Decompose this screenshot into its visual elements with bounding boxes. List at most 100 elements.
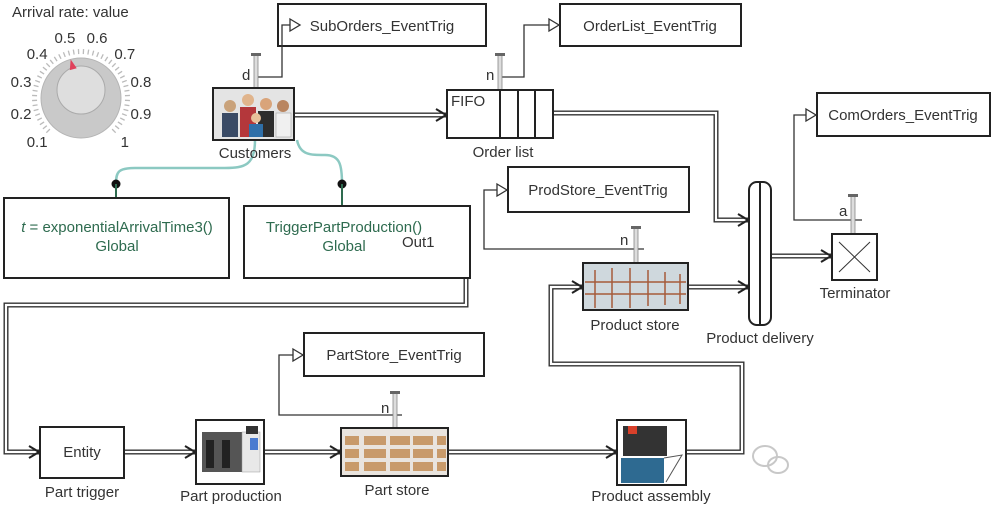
knob-tick <box>119 117 125 121</box>
partstore-port: n <box>381 400 389 417</box>
knob-tick <box>117 70 123 75</box>
comorders-eventtrig[interactable]: ComOrders_EventTrig <box>816 92 991 137</box>
knob-tick <box>123 84 129 88</box>
event-links <box>256 17 862 416</box>
trigger-port: Out1 <box>402 234 435 251</box>
partstore-eventtrig[interactable]: PartStore_EventTrig <box>303 332 485 377</box>
x-icon <box>838 241 871 273</box>
part-production-block[interactable]: Part production <box>180 419 282 505</box>
shelves-boxes-icon <box>345 436 446 471</box>
knob-tick <box>104 56 109 62</box>
order-list-label: Order list <box>473 144 535 161</box>
suborders-eventtrig[interactable]: SubOrders_EventTrig <box>277 3 487 47</box>
trigger-expr: TriggerPartProduction() <box>266 219 422 236</box>
knob-tick-label: 0.4 <box>27 46 48 63</box>
ports: d n a n n <box>242 53 858 429</box>
knob-tick <box>100 54 104 60</box>
knob-tick <box>53 56 58 62</box>
terminator-label: Terminator <box>820 285 891 302</box>
knob-tick <box>39 70 45 75</box>
part-production-label: Part production <box>180 488 282 505</box>
knob-tick-label: 0.7 <box>114 46 135 63</box>
product-delivery-block[interactable]: Product delivery <box>706 181 814 347</box>
arrow-icon <box>292 347 305 363</box>
customers-block[interactable]: Customers <box>212 87 295 162</box>
order-list-queue[interactable]: FIFO Order list <box>446 89 554 161</box>
knob-tick <box>39 121 45 126</box>
knob-tick <box>42 125 48 130</box>
trigger-part-production-function[interactable]: TriggerPartProduction() Global Out1 <box>243 205 471 279</box>
knob-tick <box>58 54 62 60</box>
product-store-label: Product store <box>590 317 679 334</box>
customers-trigger-link <box>295 139 344 185</box>
knob-tick <box>121 113 127 117</box>
part-store-label: Part store <box>364 482 429 499</box>
knob-tick <box>114 125 120 130</box>
knob-tick-label: 0.1 <box>27 134 48 151</box>
product-assembly-block[interactable]: Product assembly <box>591 419 711 505</box>
function-expr: = exponentialArrivalTime3() <box>25 219 212 236</box>
knob-tick <box>35 79 41 83</box>
orderlist-port: n <box>486 67 494 84</box>
terminator-port: a <box>839 203 848 220</box>
arrival-time-function[interactable]: t = exponentialArrivalTime3() Global <box>3 197 230 279</box>
knob-tick <box>42 66 48 71</box>
function-scope: Global <box>95 238 138 255</box>
knob-tick <box>114 66 120 71</box>
part-trigger-label: Part trigger <box>45 484 119 501</box>
knob-pointer-icon <box>69 59 77 71</box>
arrow-icon <box>805 107 818 123</box>
arrow-icon <box>289 17 302 33</box>
knob-tick <box>33 108 39 112</box>
prodstore-eventtrig[interactable]: ProdStore_EventTrig <box>507 166 690 213</box>
knob-tick <box>67 50 71 56</box>
customers-port: d <box>242 67 250 84</box>
knob-tick <box>45 62 51 68</box>
knob-tick <box>96 52 100 58</box>
product-delivery-label: Product delivery <box>706 330 814 347</box>
knob-tick <box>45 128 51 134</box>
knob-tick <box>108 59 113 65</box>
terminator-block[interactable]: Terminator <box>820 233 891 302</box>
knob-tick <box>33 84 39 88</box>
knob-tick <box>62 52 66 58</box>
arrow-icon <box>548 17 561 33</box>
knob-tick <box>117 121 123 126</box>
knob-tick <box>37 117 43 121</box>
svg-text:t = exponentialArrivalTime3(): t = exponentialArrivalTime3() <box>21 219 213 236</box>
entity-label: Entity <box>63 444 101 461</box>
assembly-machine-icon <box>621 426 683 483</box>
product-store-block[interactable]: Product store <box>582 262 689 334</box>
knob-tick <box>124 104 130 107</box>
customers-people-icon <box>222 94 292 138</box>
part-store-block[interactable]: Part store <box>340 427 449 499</box>
smt-machine-icon <box>202 426 261 473</box>
knob-tick <box>91 50 95 56</box>
comorders-eventtrig-label: ComOrders_EventTrig <box>828 107 978 124</box>
customers-arrival-link <box>114 139 257 185</box>
knob-tick <box>121 79 127 83</box>
knob-tick-label: 0.9 <box>130 106 151 123</box>
knob-tick-label: 0.5 <box>55 30 76 47</box>
wechat-watermark-icon <box>752 445 789 474</box>
knob-tick-label: 0.3 <box>11 74 32 91</box>
knob-tick-marks <box>32 49 130 134</box>
prodstore-eventtrig-label: ProdStore_EventTrig <box>528 182 668 199</box>
part-trigger-block[interactable]: Entity Part trigger <box>39 426 125 501</box>
warehouse-racks-icon <box>585 268 686 308</box>
queue-type: FIFO <box>451 93 485 110</box>
knob-tick <box>72 49 75 55</box>
productstore-port: n <box>620 232 628 249</box>
knob-tick <box>87 49 90 55</box>
knob-tick-label: 0.6 <box>87 30 108 47</box>
knob-tick <box>35 113 41 117</box>
knob-tick <box>111 62 117 68</box>
knob-tick <box>124 89 130 92</box>
knob-inner <box>56 65 106 115</box>
entity-flows <box>3 113 831 452</box>
product-assembly-label: Product assembly <box>591 488 711 505</box>
orderlist-eventtrig[interactable]: OrderList_EventTrig <box>559 3 742 47</box>
arrow-icon <box>496 182 509 198</box>
